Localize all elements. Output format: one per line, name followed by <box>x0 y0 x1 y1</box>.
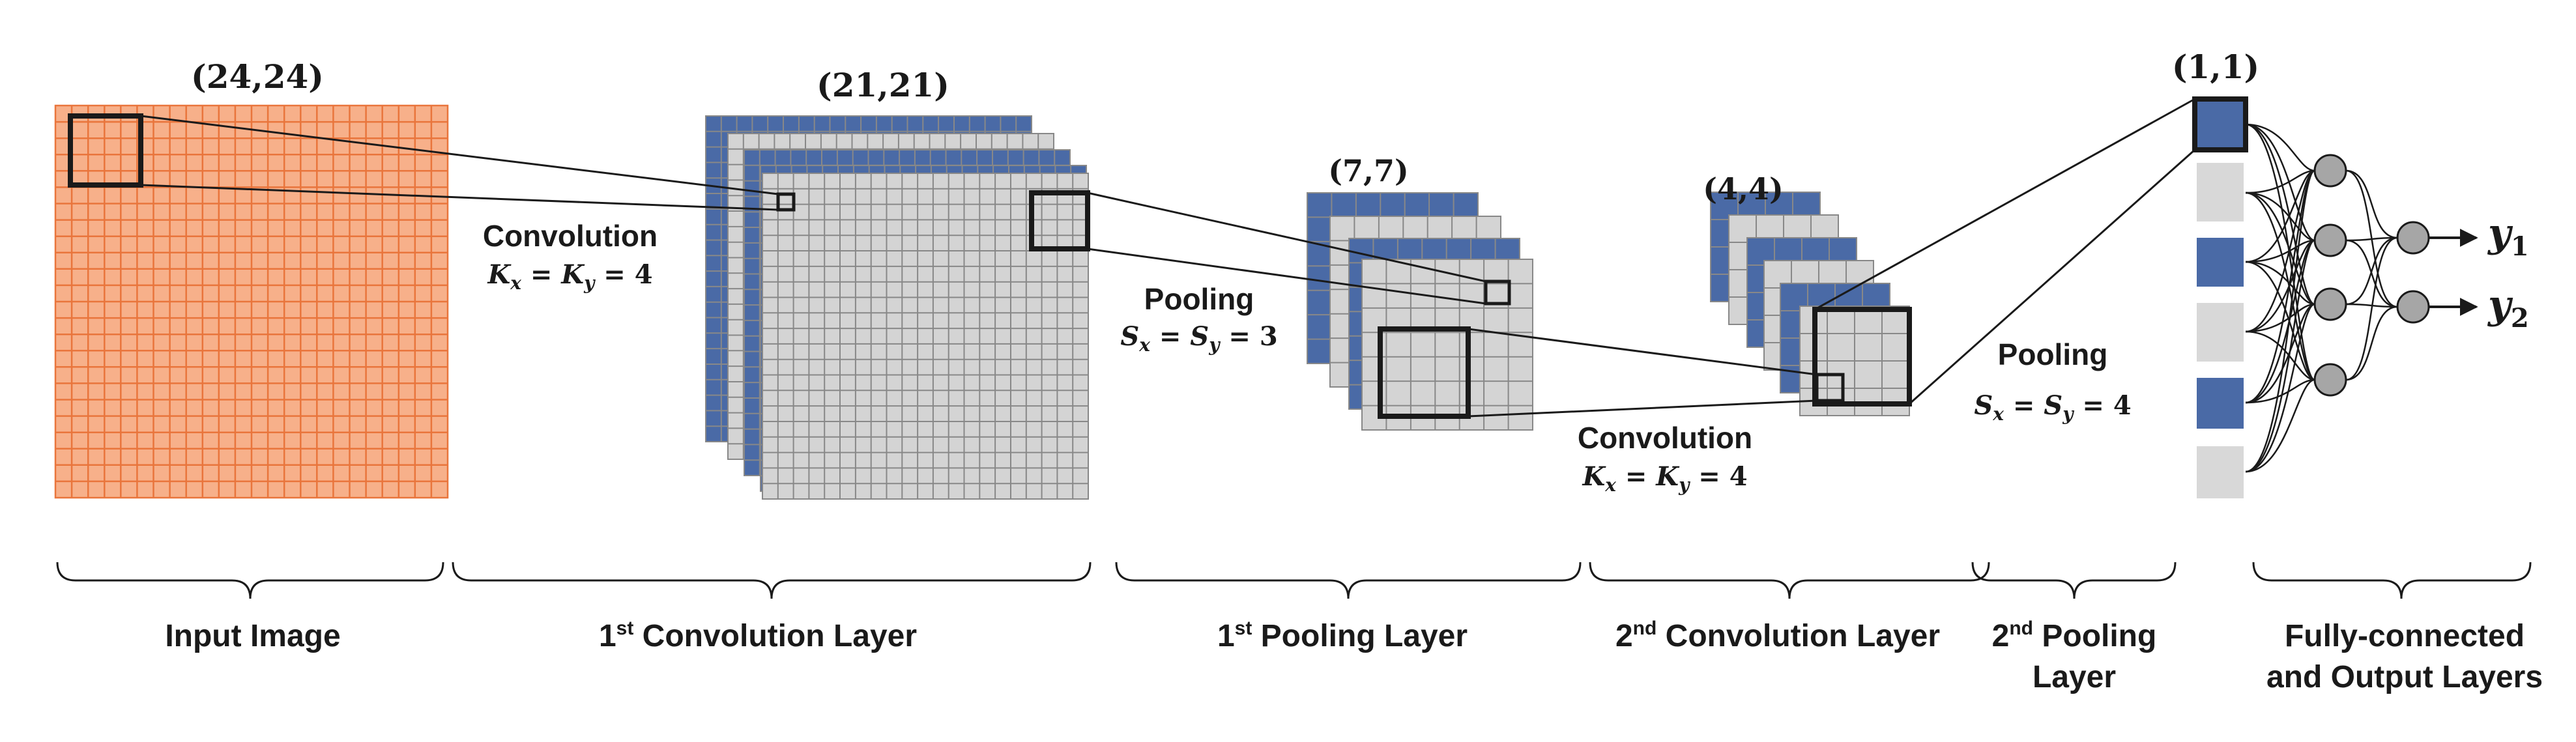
input-image-dims: (24,24) <box>191 57 324 96</box>
output-neuron-1 <box>2396 221 2430 255</box>
brace-conv2 <box>1589 562 1990 599</box>
pool1-feature-map-4 <box>1362 259 1533 430</box>
conv2-op-label: Convolution <box>1578 421 1752 455</box>
conv2-feature-map-6-grid-lines <box>1800 306 1909 416</box>
conv2-pooling-window-box <box>1812 307 1912 407</box>
pool2-unit-3 <box>2197 238 2244 287</box>
section-label-pool2-line2: Layer <box>2033 660 2116 694</box>
brace-pool1 <box>1115 562 1582 599</box>
pool2-stride-param: Sx = Sy = 4 <box>1974 390 2131 425</box>
conv1-pooling-window-box <box>1029 190 1090 251</box>
projection-pool1-to-conv2-bottom <box>1468 399 1817 418</box>
conv1-output-pixel-box <box>776 192 796 212</box>
pool1-feature-map-4-grid-lines <box>1362 259 1533 430</box>
hidden-neuron-2 <box>2313 223 2347 257</box>
projection-input-to-conv1-bottom <box>140 184 779 211</box>
pool1-conv-window-box <box>1378 326 1471 419</box>
section-label-pool1: 1st Pooling Layer <box>1217 618 1468 653</box>
hidden-neuron-1 <box>2313 154 2347 188</box>
projection-conv1-to-pool1-bottom <box>1087 248 1486 305</box>
fc-edge-hidden1-output1 <box>2345 169 2398 239</box>
fc-edge-hidden4-output2 <box>2345 306 2398 381</box>
fc-edge-hidden3-output1 <box>2345 236 2398 306</box>
projection-conv2-to-pool2-top <box>1814 98 2195 311</box>
input-image-grid-border <box>54 104 449 499</box>
fc-edge-input6-hidden2 <box>2245 239 2315 473</box>
section-label-conv1: 1st Convolution Layer <box>599 618 917 653</box>
projection-conv2-to-pool2-bottom <box>1909 149 2195 405</box>
layer-graphics <box>54 96 2478 500</box>
pool1-feature-map-4-border <box>1361 259 1533 431</box>
section-label-input-image: Input Image <box>165 619 340 653</box>
fc-edge-hidden2-output1 <box>2345 236 2398 242</box>
conv1-feature-map-5 <box>762 173 1088 499</box>
output-label-y1: y1 <box>2487 210 2529 262</box>
brace-pool2 <box>1971 562 2177 599</box>
fc-edge-hidden4-output1 <box>2345 236 2398 381</box>
section-label-pool2: 2nd Pooling <box>1992 618 2157 653</box>
fc-edge-input1-hidden3 <box>2245 123 2315 306</box>
conv2-output-pixel-box <box>1815 373 1845 403</box>
conv1-feature-map-5-border <box>762 173 1089 500</box>
hidden-neuron-4 <box>2313 363 2347 397</box>
pool1-dims: (7,7) <box>1328 153 1409 188</box>
input-image-grid-grid-lines <box>55 106 448 498</box>
projection-conv1-to-pool1-top <box>1087 192 1486 283</box>
conv1-feature-map-5-grid-lines <box>762 173 1088 499</box>
fc-edge-input3-hidden1 <box>2245 169 2315 263</box>
conv2-kernel-param: Kx = Ky = 4 <box>1582 461 1747 496</box>
fc-edge-input1-hidden1 <box>2245 123 2315 172</box>
brace-conv1 <box>452 562 1092 599</box>
pool2-dims: (1,1) <box>2172 48 2259 86</box>
projection-input-to-conv1-top <box>140 115 779 195</box>
output-neuron-2 <box>2396 290 2430 324</box>
pool2-op-label: Pooling <box>1998 337 2108 371</box>
section-label-fc-line2: and Output Layers <box>2266 660 2543 694</box>
section-label-fc-line1: Fully-connected <box>2285 619 2525 653</box>
pool2-unit-1 <box>2192 96 2248 152</box>
pool2-unit-2 <box>2197 163 2244 221</box>
fc-edge-input6-hidden3 <box>2245 303 2315 473</box>
pool2-unit-6 <box>2197 446 2244 498</box>
fc-edge-input2-hidden1 <box>2245 169 2315 194</box>
section-label-conv2: 2nd Convolution Layer <box>1615 618 1940 653</box>
brace-fc-output <box>2252 562 2532 599</box>
brace-input-image <box>56 562 444 599</box>
hidden-neuron-3 <box>2313 287 2347 321</box>
projection-pool1-to-conv2-top <box>1468 328 1817 376</box>
fc-edge-input4-hidden1 <box>2245 169 2315 333</box>
pool2-unit-5 <box>2197 378 2244 429</box>
pool2-unit-4 <box>2197 303 2244 362</box>
conv1-op-label: Convolution <box>483 219 658 253</box>
fc-edge-input6-hidden4 <box>2245 378 2315 473</box>
fc-edge-input5-hidden1 <box>2245 169 2315 404</box>
pool1-stride-param: Sx = Sy = 3 <box>1120 321 1277 356</box>
conv2-dims: (4,4) <box>1703 171 1784 207</box>
pool1-output-pixel-box <box>1484 279 1511 306</box>
fc-edge-input6-hidden1 <box>2245 169 2315 473</box>
input-receptive-field-box <box>68 113 143 188</box>
conv1-dims: (21,21) <box>817 66 949 104</box>
output-label-y2: y2 <box>2487 282 2529 334</box>
conv1-kernel-param: Kx = Ky = 4 <box>487 259 652 294</box>
pool1-op-label: Pooling <box>1144 282 1254 316</box>
